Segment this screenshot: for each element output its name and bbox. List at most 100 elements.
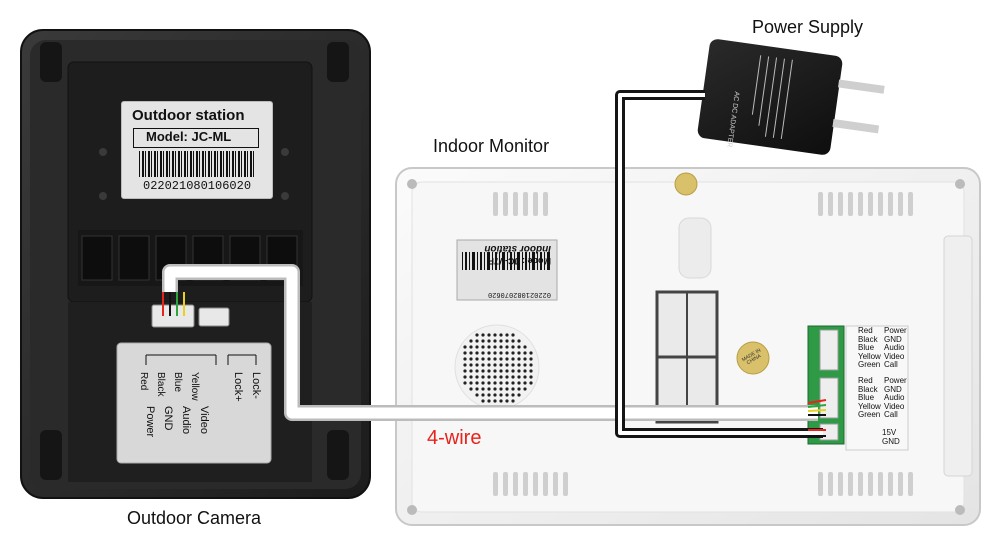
- outdoor-barcode: [139, 151, 256, 177]
- speaker-hole: [469, 381, 473, 385]
- speaker-hole: [499, 387, 503, 391]
- indoor-g2-audio: Audio: [884, 393, 905, 402]
- speaker-hole: [469, 375, 473, 379]
- indoor-g1-audio: Audio: [884, 343, 905, 352]
- speaker-hole: [487, 387, 491, 391]
- speaker-hole: [511, 381, 515, 385]
- speaker-hole: [481, 381, 485, 385]
- speaker-hole: [463, 369, 467, 373]
- speaker-hole: [469, 387, 473, 391]
- outdoor-station-label: Outdoor station Model: JC-ML 02202108010…: [121, 101, 273, 199]
- speaker-hole: [493, 339, 497, 343]
- speaker-hole: [523, 345, 527, 349]
- speaker-hole: [499, 399, 503, 403]
- speaker-hole: [481, 363, 485, 367]
- outdoor-fn-lock-minus: Lock-: [250, 372, 262, 399]
- speaker-hole: [505, 387, 509, 391]
- speaker-hole: [475, 375, 479, 379]
- speaker-hole: [523, 351, 527, 355]
- speaker-hole: [481, 333, 485, 337]
- speaker-hole: [481, 387, 485, 391]
- outdoor-camera-caption: Outdoor Camera: [127, 508, 262, 528]
- speaker-hole: [493, 345, 497, 349]
- indoor-monitor-caption: Indoor Monitor: [433, 136, 550, 156]
- outdoor-color-red: Red: [138, 372, 149, 391]
- speaker-hole: [517, 339, 521, 343]
- speaker-hole: [511, 375, 515, 379]
- outdoor-terminal-sticker: [116, 342, 272, 464]
- speaker-hole: [517, 357, 521, 361]
- speaker-hole: [511, 363, 515, 367]
- speaker-hole: [469, 363, 473, 367]
- speaker-hole: [517, 369, 521, 373]
- speaker-hole: [511, 399, 515, 403]
- speaker-hole: [499, 381, 503, 385]
- speaker-hole: [487, 339, 491, 343]
- indoor-g2-yellow: Yellow: [858, 401, 881, 411]
- speaker-hole: [469, 357, 473, 361]
- outdoor-color-black: Black: [155, 372, 166, 397]
- speaker-hole: [523, 363, 527, 367]
- speaker-hole: [505, 399, 509, 403]
- speaker-hole: [493, 399, 497, 403]
- speaker-hole: [475, 345, 479, 349]
- speaker-hole: [475, 381, 479, 385]
- indoor-label-model: Model: JC-V7F: [488, 256, 551, 266]
- outdoor-color-yellow: Yellow: [189, 372, 200, 401]
- indoor-g1-video: Video: [884, 351, 905, 361]
- speaker-hole: [499, 375, 503, 379]
- indoor-station-label: 022021082070620 Model: JC-V7F Indoor sta…: [457, 240, 557, 300]
- outdoor-color-blue: Blue: [172, 372, 183, 393]
- speaker-hole: [505, 363, 509, 367]
- speaker-hole: [481, 357, 485, 361]
- speaker-hole: [529, 369, 533, 373]
- speaker-hole: [481, 339, 485, 343]
- speaker-hole: [505, 339, 509, 343]
- speaker-hole: [529, 381, 533, 385]
- speaker-hole: [475, 357, 479, 361]
- indoor-g1-power: Power: [884, 326, 907, 335]
- speaker-hole: [499, 363, 503, 367]
- speaker-hole: [493, 357, 497, 361]
- speaker-hole: [499, 357, 503, 361]
- speaker-hole: [493, 369, 497, 373]
- speaker-hole: [493, 381, 497, 385]
- speaker-hole: [523, 369, 527, 373]
- speaker-hole: [475, 333, 479, 337]
- speaker-hole: [475, 387, 479, 391]
- indoor-g1-black: Black: [858, 334, 878, 344]
- speaker-hole: [499, 393, 503, 397]
- speaker-hole: [463, 345, 467, 349]
- speaker-hole: [517, 393, 521, 397]
- speaker-hole: [511, 369, 515, 373]
- speaker-hole: [517, 375, 521, 379]
- indoor-label-serial: 022021082070620: [487, 290, 551, 298]
- speaker-hole: [523, 357, 527, 361]
- outdoor-fn-video: Video: [198, 406, 210, 434]
- speaker-hole: [505, 393, 509, 397]
- speaker-hole: [463, 375, 467, 379]
- speaker-hole: [523, 387, 527, 391]
- speaker-hole: [505, 333, 509, 337]
- speaker-hole: [481, 369, 485, 373]
- indoor-g1-red: Red: [858, 326, 873, 335]
- speaker-hole: [505, 351, 509, 355]
- speaker-hole: [487, 381, 491, 385]
- speaker-hole: [463, 363, 467, 367]
- speaker-hole: [511, 357, 515, 361]
- speaker-hole: [499, 369, 503, 373]
- outdoor-label-model: [133, 128, 259, 148]
- speaker-hole: [475, 369, 479, 373]
- power-supply-caption: Power Supply: [752, 17, 864, 37]
- speaker-hole: [505, 369, 509, 373]
- indoor-g2-video: Video: [884, 401, 905, 411]
- speaker-hole: [481, 399, 485, 403]
- speaker-hole: [523, 375, 527, 379]
- outdoor-fn-lock-plus: Lock+: [232, 372, 244, 402]
- speaker-hole: [499, 351, 503, 355]
- indoor-g2-green: Green: [858, 410, 881, 419]
- four-wire-label: 4-wire: [427, 427, 482, 449]
- speaker-hole: [517, 351, 521, 355]
- outdoor-label-title: Outdoor station: [132, 107, 245, 124]
- indoor-label-title: Indoor station: [484, 243, 551, 254]
